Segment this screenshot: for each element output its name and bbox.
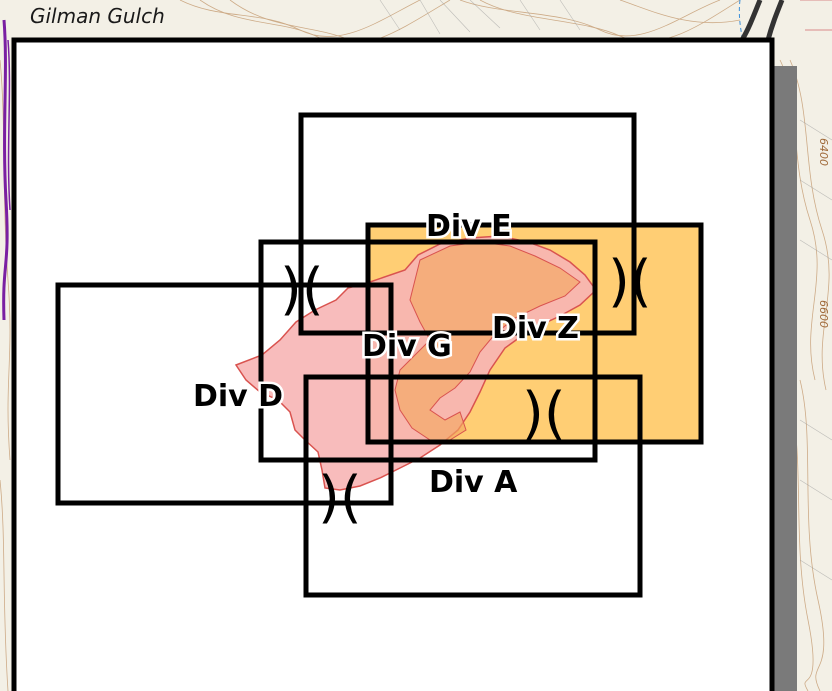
division-break-symbol[interactable]: )(: [318, 465, 362, 530]
division-label-div-e: Div E: [426, 209, 512, 244]
division-box-div-d[interactable]: [55, 282, 394, 506]
division-break-symbols: )( )( )( )(: [280, 249, 652, 530]
boundary-line-purple: [2, 19, 9, 321]
division-break-symbol[interactable]: )(: [280, 257, 324, 322]
place-label-gilman-gulch: Gilman Gulch: [30, 4, 165, 28]
division-label-div-d: Div D: [193, 379, 283, 414]
contour-label-6400: 6400: [817, 138, 830, 166]
interior-burn-area: [394, 241, 581, 441]
division-break-symbol[interactable]: )(: [608, 249, 652, 314]
division-boundaries: [55, 112, 704, 598]
division-box-div-a[interactable]: [303, 374, 643, 598]
division-label-div-z: Div Z: [492, 311, 579, 346]
boundary-line-purple-secondary: [7, 39, 11, 211]
division-break-symbol[interactable]: )(: [522, 381, 566, 446]
contour-label-6600: 6600: [817, 300, 830, 328]
division-label-div-g: Div G: [362, 329, 452, 364]
division-label-div-a: Div A: [429, 465, 518, 500]
division-box-div-z[interactable]: [365, 222, 704, 445]
division-box-div-g[interactable]: [258, 239, 598, 463]
